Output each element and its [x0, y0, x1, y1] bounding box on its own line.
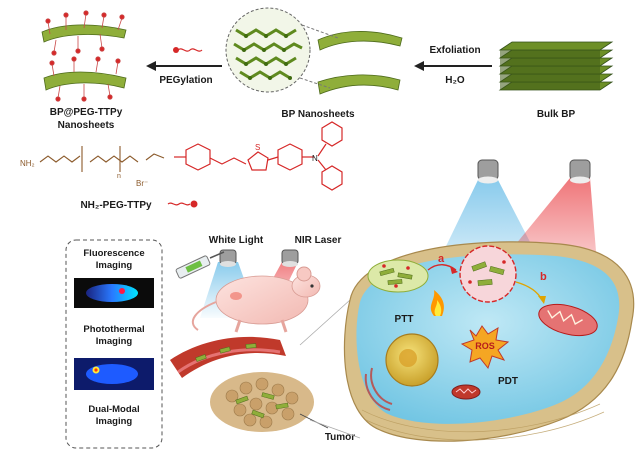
- arrow-a: [427, 264, 457, 271]
- dual-modal-line1: Dual-Modal: [88, 404, 139, 415]
- fluorescence-line2: Imaging: [96, 260, 133, 271]
- chemical-structure: NH₂ n S N Br⁻: [20, 121, 343, 208]
- zoom-line-top: [299, 299, 351, 346]
- dual-modal-line2: Imaging: [96, 416, 133, 427]
- peg-nanosheets: [41, 10, 127, 102]
- photothermal-line2: Imaging: [96, 336, 133, 347]
- exfoliation-label: Exfoliation: [429, 45, 480, 56]
- bp-nanosheets-label: BP Nanosheets: [281, 109, 355, 120]
- small-mitochondrion: [451, 384, 481, 400]
- imaging-panel: [65, 239, 163, 449]
- bulk-bp-label: Bulk BP: [537, 109, 576, 120]
- nh2-left-label: NH₂: [20, 159, 35, 168]
- nitrogen-label: N: [312, 154, 318, 163]
- ptt-label: PTT: [395, 314, 414, 325]
- arrow-b-head: [538, 296, 546, 304]
- zoom-line-bottom: [309, 419, 361, 439]
- lattice-zoom-circle: [225, 7, 339, 93]
- bp-nanosheets: [317, 31, 403, 95]
- bulk-bp-stack: [498, 41, 614, 91]
- arrow-a-head: [450, 266, 458, 274]
- endocytosis-vesicle: [367, 259, 429, 293]
- label-a: a: [438, 253, 445, 265]
- nir-laser-label: NIR Laser: [295, 235, 342, 246]
- sulfur-label: S: [255, 143, 260, 152]
- bromide-label: Br⁻: [136, 179, 148, 188]
- peg-product-label-line1: BP@PEG-TTPy: [50, 107, 123, 118]
- pdt-label: PDT: [498, 376, 518, 387]
- blood-vessel: [170, 336, 286, 378]
- mitochondrion: [538, 303, 598, 337]
- tumor-leader-line: [299, 413, 329, 429]
- structure-legend-label: NH₂-PEG-TTPy: [80, 200, 152, 211]
- fluorescence-line1: Fluorescence: [83, 248, 144, 259]
- syringe-icon: [175, 251, 225, 279]
- pegylation-arrow: [146, 47, 222, 71]
- white-light-label: White Light: [209, 235, 264, 246]
- repeat-n-label: n: [117, 173, 121, 180]
- ttpy-dot-icon: [190, 200, 198, 208]
- tumor-label: Tumor: [325, 432, 355, 443]
- heat-flame-icon: [430, 290, 444, 316]
- ros-burst-icon: [460, 325, 510, 370]
- ros-label: ROS: [475, 341, 495, 351]
- photothermal-line1: Photothermal: [83, 324, 144, 335]
- water-label: H₂O: [445, 75, 465, 86]
- nucleus: [385, 333, 439, 387]
- peg-chain-icon: [167, 202, 191, 206]
- exfoliation-arrow: [414, 61, 492, 71]
- label-b: b: [540, 271, 547, 283]
- peg-product-label-line2: Nanosheets: [58, 120, 115, 131]
- mouse-illustration: [191, 266, 321, 333]
- lysosome: [459, 245, 517, 303]
- golgi-apparatus: [364, 367, 393, 411]
- pegylation-label: PEGylation: [159, 75, 212, 86]
- tumor-mass: [210, 372, 314, 432]
